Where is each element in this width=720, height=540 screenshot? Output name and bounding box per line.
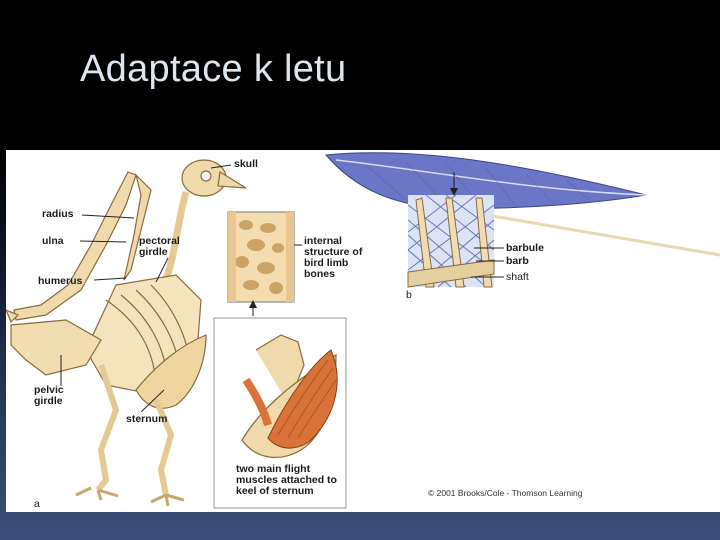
feather [326,153,720,255]
bird-flight-adaptation-figure: skull radius ulna pectoral girdle humeru… [6,150,720,512]
eye-socket [201,171,211,181]
label-skull: skull [234,159,258,170]
beak [218,172,246,188]
label-pectoral-girdle: pectoral girdle [139,236,185,258]
label-radius: radius [42,209,74,220]
muscle-inset-caption: two main flight muscles attached to keel… [236,464,344,497]
label-barbule: barbule [506,243,544,254]
label-ulna: ulna [42,236,64,247]
label-panel-a: a [34,499,40,510]
bone-inset-caption: internal structure of bird limb bones [304,236,364,280]
pelvis [11,320,101,375]
feather-detail [408,195,494,287]
label-pelvic-girdle: pelvic girdle [34,385,74,407]
label-sternum: sternum [126,414,167,425]
label-panel-b: b [406,290,412,301]
label-humerus: humerus [38,276,82,287]
label-barb: barb [506,256,529,267]
figure-artwork [6,150,720,512]
bone-inset [228,212,294,302]
copyright-notice: © 2001 Brooks/Cole - Thomson Learning [428,488,582,498]
label-shaft: shaft [506,272,529,283]
slide-title: Adaptace k letu [80,48,346,91]
